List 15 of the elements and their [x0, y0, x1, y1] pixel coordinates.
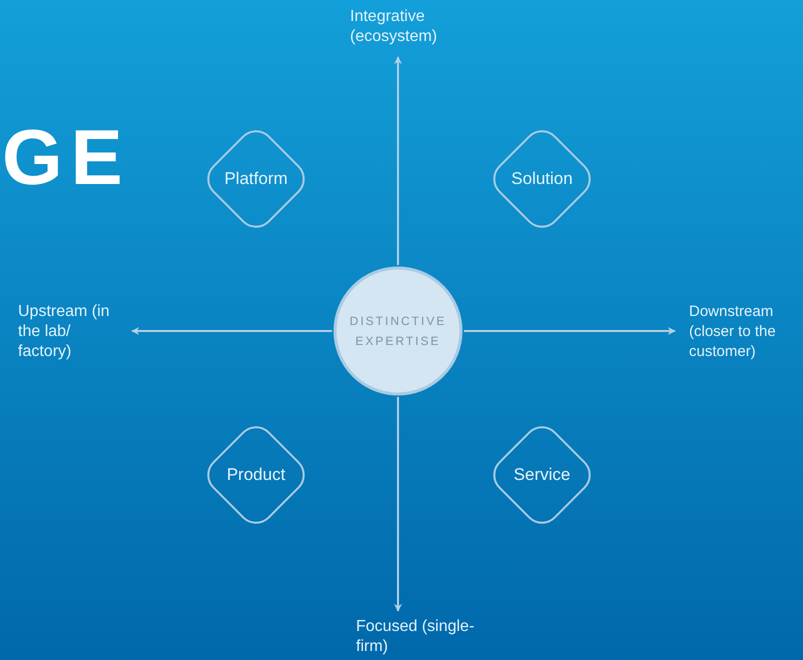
diamond-label: Service: [514, 465, 570, 485]
axis-arrow: [464, 327, 676, 335]
diamond-label: Platform: [224, 169, 288, 189]
axis-label: Upstream (in the lab/ factory): [18, 302, 128, 362]
axis-label: Focused (single-firm): [356, 617, 476, 657]
axis-label: Downstream (closer to the customer): [689, 302, 803, 362]
circle-label: DISTINCTIVE EXPERTISE: [348, 313, 448, 350]
axis-label: Integrative (ecosystem): [350, 7, 470, 47]
diamond-label: Product: [226, 465, 286, 485]
axis-arrow: [131, 327, 332, 335]
heading-fragment: GE: [2, 112, 131, 202]
diamond-label: Solution: [511, 169, 573, 189]
axis-arrow: [394, 56, 402, 266]
center-circle: [333, 266, 463, 396]
axis-arrow: [394, 396, 402, 612]
